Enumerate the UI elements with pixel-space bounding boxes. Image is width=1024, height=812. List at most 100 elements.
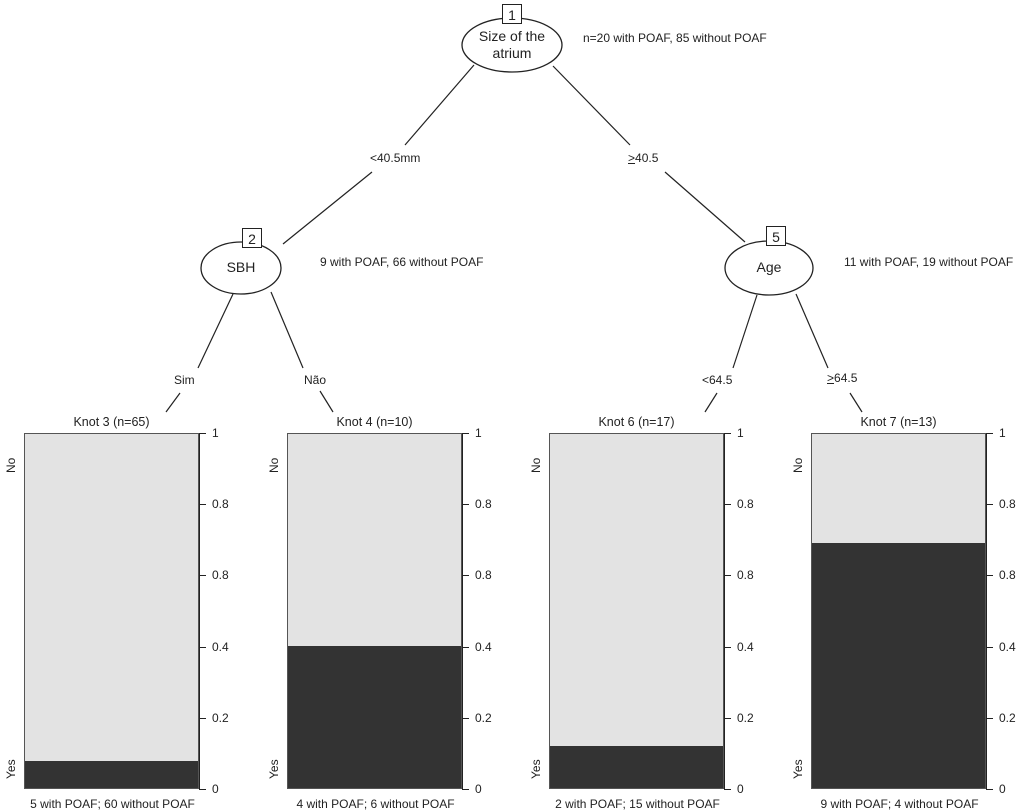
edge-label-root-right-value: 40.5 xyxy=(635,151,659,165)
node-1-label-line2: atrium xyxy=(492,45,532,61)
axis-tick xyxy=(199,789,206,790)
edge-n5-left-lower xyxy=(704,392,718,413)
axis-tick xyxy=(199,717,206,719)
axis-tick xyxy=(724,504,731,506)
leaf-axis-line xyxy=(462,433,463,789)
edge-n2-left-lower xyxy=(165,392,181,413)
axis-tick-label: 1 xyxy=(737,426,744,440)
leaf-bar-yes-fill xyxy=(550,746,723,788)
axis-tick-label: 0.8 xyxy=(212,497,229,512)
axis-tick-label: 1 xyxy=(475,426,482,440)
leaf-axis-line xyxy=(199,433,200,789)
edge-root-right-lower xyxy=(664,171,746,243)
leaf-yes-label: Yes xyxy=(529,759,543,779)
node-2-ellipse xyxy=(200,241,282,295)
leaf-bar-yes-fill xyxy=(288,646,461,788)
leaf-caption: 4 with POAF; 6 without POAF xyxy=(296,797,455,811)
node-1-label-line1: Size of the xyxy=(478,28,546,44)
edge-label-n2-left: Sim xyxy=(174,373,195,387)
node-5-number: 5 xyxy=(766,226,786,246)
edge-n2-left-upper xyxy=(197,293,234,369)
axis-tick xyxy=(986,646,993,648)
edge-label-n5-left: <64.5 xyxy=(702,373,733,387)
edge-n5-left-upper xyxy=(732,294,758,369)
axis-tick-label: 0.2 xyxy=(212,710,229,725)
axis-tick-label: 0.8 xyxy=(212,568,229,583)
axis-tick-label: 0.8 xyxy=(999,568,1016,583)
edge-root-left-upper xyxy=(404,64,475,146)
axis-tick xyxy=(986,789,993,790)
node-2-number: 2 xyxy=(242,228,262,248)
leaf-yes-label: Yes xyxy=(267,759,281,779)
leaf-title: Knot 3 (n=65) xyxy=(73,415,150,429)
leaf-axis-line xyxy=(986,433,987,789)
leaf-caption: 9 with POAF; 4 without POAF xyxy=(820,797,979,811)
leaf-title: Knot 4 (n=10) xyxy=(336,415,413,429)
leaf-yes-label: Yes xyxy=(791,759,805,779)
node-2-info: 9 with POAF, 66 without POAF xyxy=(320,255,484,269)
axis-tick xyxy=(462,789,469,790)
axis-tick xyxy=(724,646,731,648)
axis-tick-label: 0.4 xyxy=(999,639,1016,654)
axis-tick-label: 0.8 xyxy=(475,568,492,583)
axis-tick-label: 0.8 xyxy=(475,497,492,512)
edge-n2-right-upper xyxy=(270,291,304,369)
leaf-no-label: No xyxy=(4,457,18,473)
axis-tick xyxy=(199,504,206,506)
axis-tick xyxy=(462,504,469,506)
edge-root-right-upper xyxy=(552,65,631,146)
ge-symbol: > xyxy=(628,151,636,165)
leaf-bar-yes-fill xyxy=(812,543,985,788)
edge-n5-right-lower xyxy=(849,392,863,413)
node-5-label: Age xyxy=(756,259,782,275)
leaf-axis-line xyxy=(724,433,725,789)
leaf-bar xyxy=(24,433,199,789)
node-1-info: n=20 with POAF, 85 without POAF xyxy=(583,31,767,45)
edge-label-n5-right-value: 64.5 xyxy=(834,371,858,385)
axis-tick xyxy=(199,575,206,577)
axis-tick-label: 0.2 xyxy=(999,710,1016,725)
axis-tick xyxy=(986,717,993,719)
leaf-caption: 5 with POAF; 60 without POAF xyxy=(30,797,195,811)
axis-tick xyxy=(986,504,993,506)
leaf-bar xyxy=(811,433,986,789)
axis-tick-label: 0.4 xyxy=(212,639,229,654)
edge-n2-right-lower xyxy=(319,390,334,413)
ge-symbol: > xyxy=(827,371,835,385)
leaf-no-label: No xyxy=(267,457,281,473)
axis-tick xyxy=(986,575,993,577)
axis-tick-label: 0 xyxy=(212,782,219,796)
axis-tick-label: 0.8 xyxy=(737,568,754,583)
axis-tick-label: 0.2 xyxy=(475,710,492,725)
leaf-no-label: No xyxy=(529,457,543,473)
axis-tick-label: 0 xyxy=(737,782,744,796)
axis-tick xyxy=(724,717,731,719)
edge-label-n2-right: Não xyxy=(304,373,327,387)
axis-tick-label: 0.4 xyxy=(737,639,754,654)
node-2-label: SBH xyxy=(226,259,256,275)
axis-tick xyxy=(462,646,469,648)
axis-tick xyxy=(986,433,993,434)
edge-label-n5-right: >64.5 xyxy=(827,371,857,385)
axis-tick xyxy=(462,433,469,434)
axis-tick xyxy=(724,433,731,434)
leaf-caption: 2 with POAF; 15 without POAF xyxy=(555,797,720,811)
edge-label-root-right: >40.5 xyxy=(628,151,658,165)
leaf-no-label: No xyxy=(791,457,805,473)
edge-label-root-left: <40.5mm xyxy=(370,151,421,165)
axis-tick-label: 0.8 xyxy=(737,497,754,512)
axis-tick-label: 1 xyxy=(999,426,1006,440)
axis-tick-label: 0 xyxy=(999,782,1006,796)
axis-tick xyxy=(724,575,731,577)
node-1-label: Size of the atrium xyxy=(462,28,562,62)
leaf-title: Knot 6 (n=17) xyxy=(598,415,675,429)
edge-root-left-lower xyxy=(282,171,373,245)
axis-tick-label: 0.2 xyxy=(737,710,754,725)
node-1-number: 1 xyxy=(502,4,522,24)
axis-tick xyxy=(462,717,469,719)
axis-tick-label: 0.4 xyxy=(475,639,492,654)
leaf-yes-label: Yes xyxy=(4,759,18,779)
axis-tick-label: 0.8 xyxy=(999,497,1016,512)
leaf-bar xyxy=(549,433,724,789)
